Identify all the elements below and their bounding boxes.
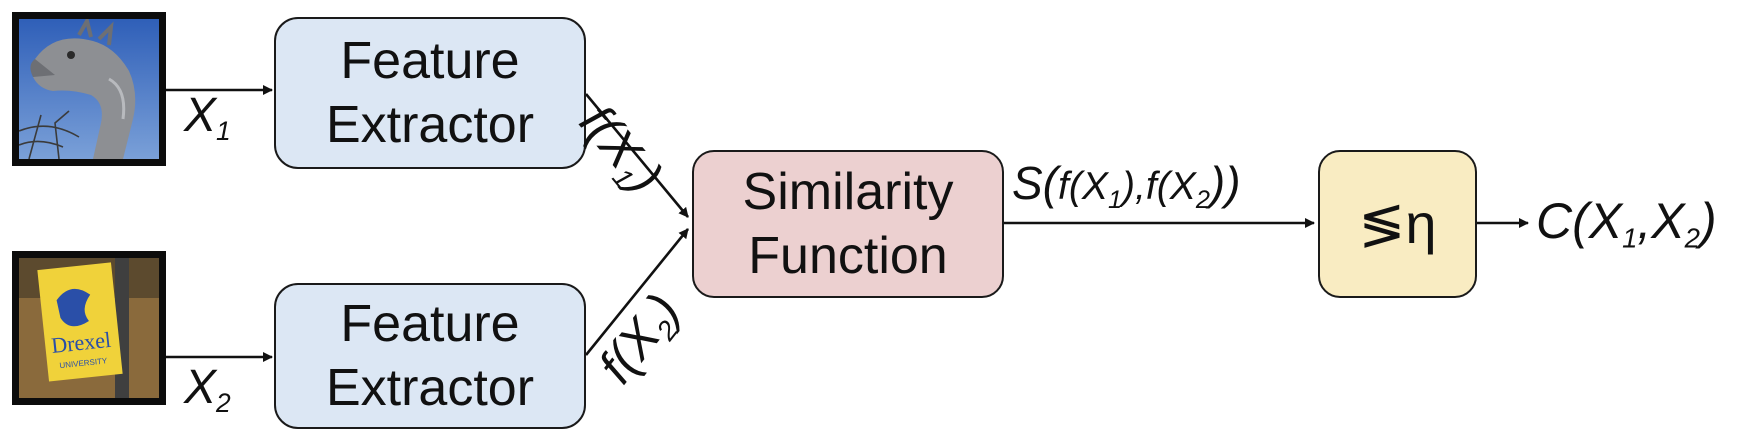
threshold-label: ≶η — [1358, 192, 1437, 255]
feature-extractor-box-2: Feature Extractor — [274, 283, 586, 429]
feature-extractor-label-line2: Extractor — [325, 96, 535, 154]
input-image-dragon-statue — [12, 12, 166, 166]
arrow-feature1-to-similarity — [584, 93, 690, 218]
banner-text-drexel: Drexel — [50, 327, 112, 358]
feature-extractor-label-line1: Feature — [340, 32, 520, 90]
similarity-output-label: S(f(X1),f(X2)) — [1012, 157, 1241, 214]
feature-extractor-label-line2: Extractor — [325, 359, 535, 417]
input-label-x1: X1 — [184, 89, 231, 147]
similarity-label-line2: Function — [748, 227, 948, 285]
feature-extractor-box-1: Feature Extractor — [274, 17, 586, 169]
classifier-output-label: C(X1,X2) — [1536, 193, 1717, 254]
similarity-label-line1: Similarity — [742, 163, 954, 221]
feature-extractor-label-line1: Feature — [340, 295, 520, 353]
similarity-function-box: Similarity Function — [692, 150, 1004, 298]
arrow-feature2-to-similarity — [584, 228, 690, 356]
input-label-x2: X2 — [184, 361, 231, 419]
input-image-drexel-banner: Drexel UNIVERSITY — [12, 251, 166, 405]
threshold-box: ≶η — [1318, 150, 1477, 298]
